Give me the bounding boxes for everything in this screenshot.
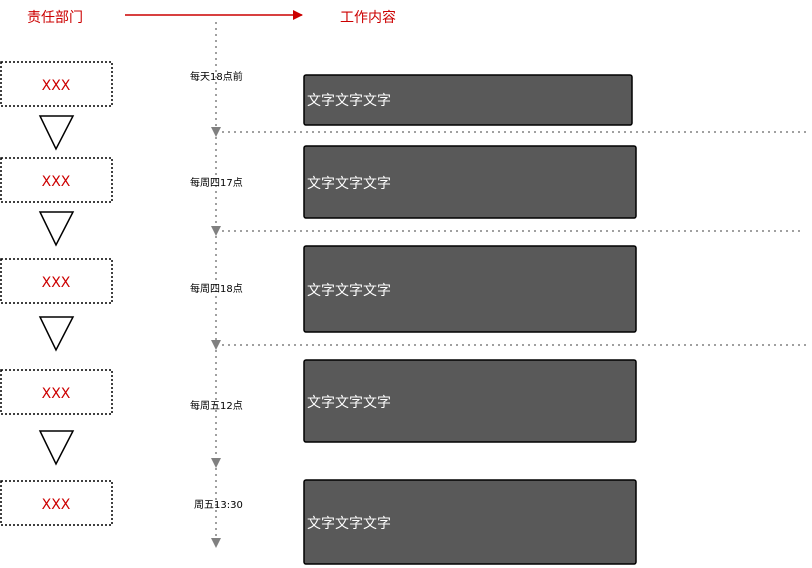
time-label: 每周四17点: [190, 176, 243, 189]
task-box: [303, 245, 637, 333]
task-column: 文字文字文字 文字文字文字 文字文字文字 文字文字文字 文字文字文字: [303, 74, 637, 565]
department-box: [0, 369, 113, 415]
task-box: [303, 359, 637, 443]
task-box: [303, 74, 633, 126]
task-label: 文字文字文字: [307, 93, 391, 109]
time-label: 周五13:30: [194, 499, 243, 511]
task-label: 文字文字文字: [307, 516, 391, 532]
department-label: XXX: [42, 275, 71, 291]
timeline-arrowhead: [211, 340, 221, 350]
time-label: 每周四18点: [190, 282, 243, 295]
down-triangle-icon: [38, 316, 75, 352]
task-box: [303, 145, 637, 219]
task-box: [303, 479, 637, 565]
department-label: XXX: [42, 174, 71, 190]
header-right-label: 工作内容: [340, 9, 396, 26]
department-label: XXX: [42, 78, 71, 94]
down-triangle-icon: [38, 115, 75, 151]
timeline-arrowhead: [211, 226, 221, 236]
department-label: XXX: [42, 386, 71, 402]
down-triangle-icon: [38, 430, 75, 466]
department-box: [0, 480, 113, 526]
time-label: 每周五12点: [190, 399, 243, 412]
department-column: XXX XXX XXX XXX XXX: [0, 61, 113, 526]
department-label: XXX: [42, 497, 71, 513]
separators: [222, 131, 808, 346]
task-label: 文字文字文字: [307, 176, 391, 192]
time-labels: 每天18点前 每周四17点 每周四18点 每周五12点 周五13:30: [190, 70, 243, 511]
time-label: 每天18点前: [190, 70, 243, 83]
timeline-arrowhead: [211, 127, 221, 137]
timeline-arrowhead: [211, 458, 221, 468]
flow-triangles: [38, 115, 75, 466]
down-triangle-icon: [38, 211, 75, 247]
header-left-label: 责任部门: [27, 10, 83, 26]
timeline-arrowhead: [211, 538, 221, 548]
department-box: [0, 157, 113, 203]
department-box: [0, 258, 113, 304]
task-label: 文字文字文字: [307, 283, 391, 299]
department-box: [0, 61, 113, 107]
timeline: [211, 22, 221, 548]
task-label: 文字文字文字: [307, 395, 391, 411]
